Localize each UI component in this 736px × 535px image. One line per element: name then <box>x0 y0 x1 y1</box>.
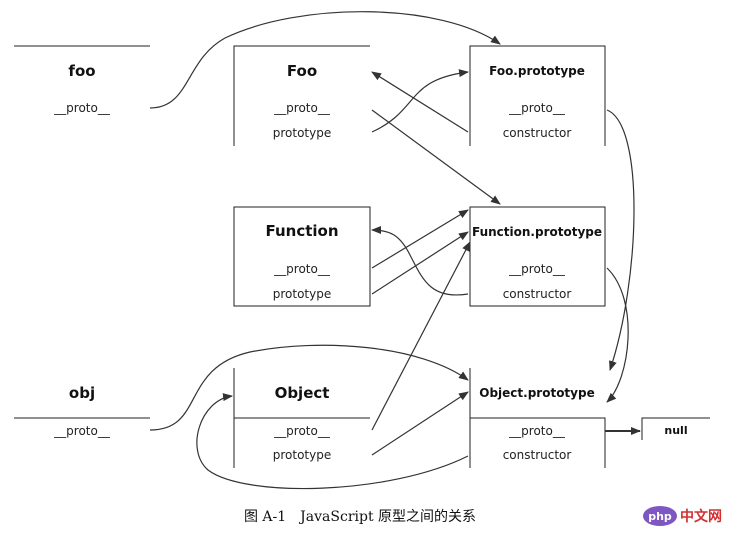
node-foo-proto: __proto__ <box>53 101 111 115</box>
edge-Object-prototype <box>371 391 469 456</box>
node-Function-title: Function <box>265 222 338 240</box>
node-Object-prototype: prototype <box>273 448 331 462</box>
node-Foo-prototype: Foo.prototype __proto__ constructor <box>469 45 606 146</box>
node-Object-prototype-proto: __proto__ <box>508 424 566 438</box>
node-null: null <box>641 417 710 440</box>
edge-Function-proto <box>371 209 469 269</box>
node-obj-title: obj <box>69 384 95 402</box>
edge-foo-proto <box>149 11 501 109</box>
node-null-title: null <box>664 424 687 437</box>
edge-Object-proto <box>371 241 471 431</box>
node-Function-prototype-title: Function.prototype <box>472 225 602 239</box>
node-foo-title: foo <box>68 62 95 80</box>
node-Function-proto: __proto__ <box>273 262 331 276</box>
node-Object-prototype-constructor: constructor <box>503 448 572 462</box>
node-Object: Object __proto__ prototype <box>233 368 370 468</box>
watermark-logo: php 中文网 <box>643 506 722 526</box>
edge-Foo-prototype-constructor <box>371 71 469 133</box>
node-obj-proto: __proto__ <box>53 424 111 438</box>
node-Object-title: Object <box>275 384 330 402</box>
node-Function-prototype: prototype <box>273 287 331 301</box>
node-Object-prototype: Object.prototype __proto__ constructor <box>469 368 606 468</box>
edge-Foo-prototype-proto <box>606 109 635 371</box>
node-Foo-title: Foo <box>287 62 317 80</box>
watermark-brand: php <box>648 510 672 523</box>
node-obj: obj __proto__ <box>14 384 150 438</box>
node-foo: foo __proto__ <box>14 45 150 115</box>
edge-Foo-prototype <box>371 69 469 133</box>
watermark-text: 中文网 <box>680 508 722 525</box>
node-Function-prototype-proto: __proto__ <box>508 262 566 276</box>
node-Object-prototype-title: Object.prototype <box>479 386 594 400</box>
node-Object-proto: __proto__ <box>273 424 331 438</box>
edge-Function-prototype-proto <box>606 267 629 403</box>
node-Foo-prototype-title: Foo.prototype <box>489 64 585 78</box>
edge-Object-prototype-constructor <box>196 393 469 490</box>
edge-Foo-proto <box>371 109 501 205</box>
node-Foo-prototype-constructor: constructor <box>503 126 572 140</box>
node-Function: Function __proto__ prototype <box>233 206 371 307</box>
node-Foo-prototype: prototype <box>273 126 331 140</box>
node-Foo-proto: __proto__ <box>273 101 331 115</box>
node-Foo-prototype-proto: __proto__ <box>508 101 566 115</box>
figure-caption: 图 A-1 JavaScript 原型之间的关系 <box>244 509 476 525</box>
edge-obj-proto <box>149 344 469 431</box>
edge-Function-prototype <box>371 231 469 295</box>
node-Function-prototype: Function.prototype __proto__ constructor <box>469 206 606 307</box>
node-Function-prototype-constructor: constructor <box>503 287 572 301</box>
node-Foo: Foo __proto__ prototype <box>233 45 370 146</box>
